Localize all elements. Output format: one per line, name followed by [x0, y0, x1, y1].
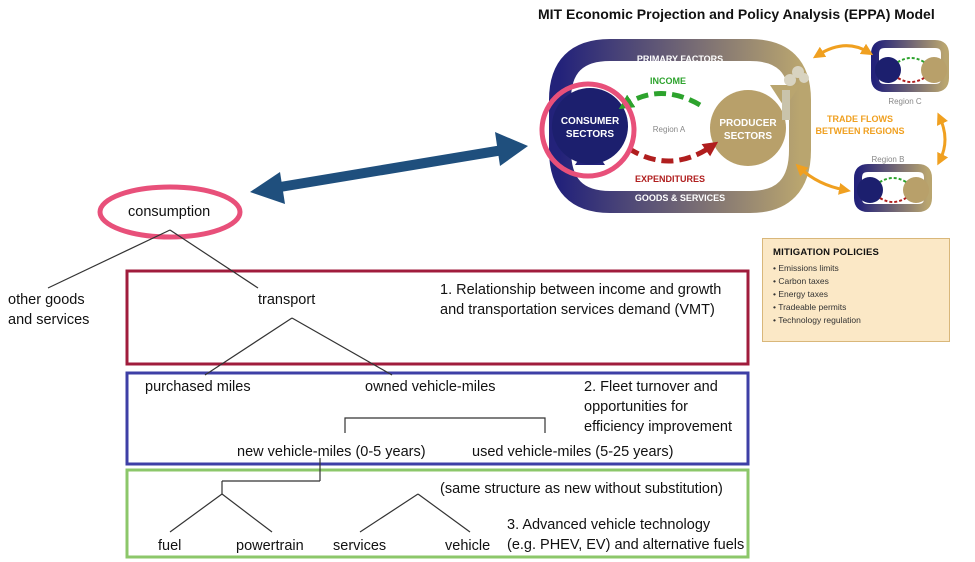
- mitigation-policies-title: MITIGATION POLICIES: [773, 247, 880, 258]
- note2-line2: opportunities for: [584, 399, 688, 415]
- note2-line3: efficiency improvement: [584, 419, 733, 435]
- purchased-miles-node: purchased miles: [145, 379, 251, 395]
- used-vehicle-miles-node: used vehicle-miles (5-25 years): [472, 444, 674, 460]
- note3-line2: (e.g. PHEV, EV) and alternative fuels: [507, 537, 745, 553]
- owned-vehicle-miles-node: owned vehicle-miles: [365, 379, 496, 395]
- consumption-highlight-ellipse: [97, 184, 243, 240]
- region-c-label: Region C: [888, 97, 922, 106]
- note-same-structure: (same structure as new without substitut…: [440, 481, 723, 497]
- powertrain-node: powertrain: [236, 538, 304, 554]
- region-b-diagram: Region B: [854, 155, 932, 212]
- link-arrow: [250, 132, 528, 204]
- policy-item: Emissions limits: [773, 262, 939, 275]
- consumption-node: consumption: [128, 204, 211, 220]
- consumer-label-line2: SECTORS: [566, 129, 614, 140]
- new-vehicle-miles-node: new vehicle-miles (0-5 years): [237, 444, 426, 460]
- note-vehicle-technology: 3. Advanced vehicle technology (e.g. PHE…: [507, 515, 744, 555]
- fuel-node: fuel: [158, 538, 182, 554]
- box-fleet-turnover: [125, 371, 750, 466]
- trade-flow-arrows: [795, 43, 949, 195]
- region-b-label: Region B: [872, 155, 905, 164]
- consumer-highlight-ring: [539, 81, 637, 179]
- consumer-sectors-node: [552, 88, 628, 164]
- vehicle-node: vehicle: [445, 538, 491, 554]
- note1-line1: 1. Relationship between income and growt…: [440, 282, 722, 298]
- primary-factors-label: PRIMARY FACTORS: [637, 54, 723, 64]
- transport-node: transport: [258, 292, 316, 308]
- box-vehicle-technology: [125, 468, 750, 559]
- box-income-demand: [125, 269, 750, 366]
- note-income-demand: 1. Relationship between income and growt…: [440, 280, 721, 320]
- services-node: services: [333, 538, 387, 554]
- expenditures-label: EXPENDITURES: [635, 174, 705, 184]
- trade-flows-label-line1: TRADE FLOWS: [827, 114, 893, 124]
- expenditures-arrow: [626, 141, 719, 164]
- producer-sectors-node: [710, 90, 786, 166]
- note-fleet-turnover: 2. Fleet turnover and opportunities for …: [584, 377, 732, 437]
- income-label: INCOME: [650, 76, 686, 86]
- policy-item: Carbon taxes: [773, 275, 939, 288]
- note2-line1: 2. Fleet turnover and: [584, 379, 718, 395]
- consumer-label-line1: CONSUMER: [561, 116, 620, 127]
- other-goods-line1: other goods: [8, 292, 85, 308]
- policy-item: Tradeable permits: [773, 301, 939, 314]
- region-a-diagram: PRIMARY FACTORS INCOME Region A EXPENDIT…: [539, 39, 811, 213]
- tree-lines: [47, 229, 546, 533]
- other-goods-line2: and services: [8, 312, 90, 328]
- income-arrow: [618, 91, 702, 110]
- trade-flows-label-line2: BETWEEN REGIONS: [815, 126, 904, 136]
- eppa-model-title: MIT Economic Projection and Policy Analy…: [538, 6, 935, 22]
- region-c-diagram: Region C: [871, 40, 949, 106]
- producer-label-line2: SECTORS: [724, 131, 772, 142]
- region-a-label: Region A: [653, 125, 686, 134]
- mitigation-policies-box: MITIGATION POLICIES Emissions limits Car…: [762, 238, 950, 342]
- note1-line2: and transportation services demand (VMT): [440, 302, 715, 318]
- producer-label-line1: PRODUCER: [719, 118, 777, 129]
- goods-services-label: GOODS & SERVICES: [635, 193, 725, 203]
- policy-item: Technology regulation: [773, 314, 939, 327]
- note3-line1: 3. Advanced vehicle technology: [507, 517, 711, 533]
- smokestack-icon: [782, 90, 790, 120]
- policy-item: Energy taxes: [773, 288, 939, 301]
